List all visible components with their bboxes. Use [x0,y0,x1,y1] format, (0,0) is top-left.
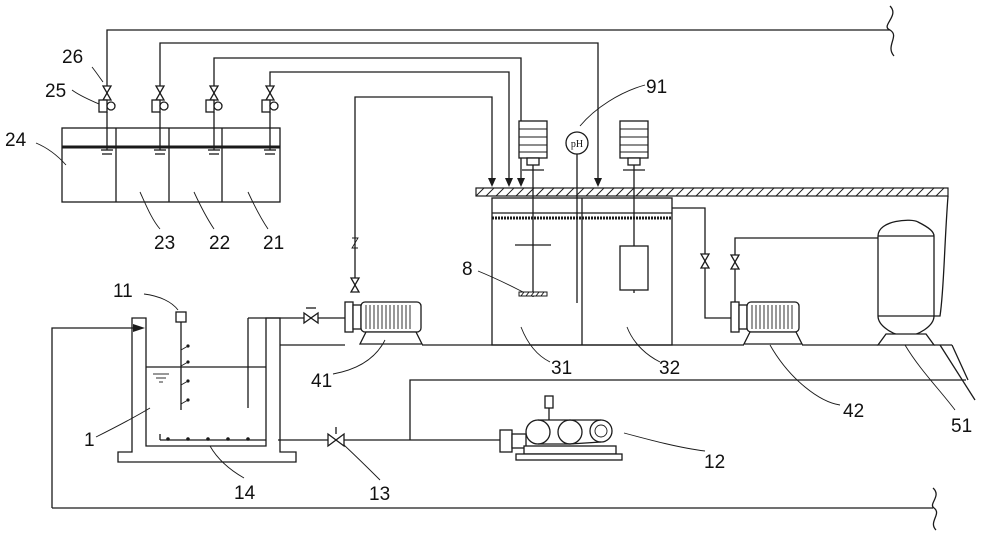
ph-meter-label: pH [571,139,583,150]
top-supply-line [106,5,895,100]
label-21: 21 [263,233,284,254]
leader-lines [35,66,956,481]
dosing-pump-26 [98,85,116,155]
platform [475,187,949,197]
ph-meter: pH [565,131,589,303]
centrifugal-pump-41 [344,237,424,345]
label-25: 25 [45,81,66,102]
dosing-pump-3 [205,85,223,155]
label-41: 41 [311,371,332,392]
label-91: 91 [646,77,667,98]
label-23: 23 [154,233,175,254]
level-sensor-11 [175,311,190,410]
label-26: 26 [62,47,83,68]
roots-blower-12 [499,395,623,461]
label-51: 51 [951,416,972,437]
label-11: 11 [113,281,133,302]
label-8: 8 [462,259,473,280]
dosing-pumps [98,85,279,155]
label-24: 24 [5,130,27,151]
label-22: 22 [209,233,230,254]
label-13: 13 [369,484,390,505]
label-32: 32 [659,358,680,379]
collection-basin [117,317,297,463]
component-labels: 26 25 24 23 22 21 11 1 14 13 12 8 91 41 … [5,47,972,505]
agitator-motor-32 [619,120,649,293]
flow-arrows [488,178,602,187]
dosing-tanks [61,127,281,203]
filter-vessel-51 [876,195,949,346]
main-pipes [51,317,976,531]
label-1: 1 [84,430,95,451]
label-31: 31 [551,358,572,379]
label-14: 14 [234,483,256,504]
stirring-blade [518,291,548,297]
valve-13 [327,427,345,448]
valve-41-inlet [303,307,319,325]
label-12: 12 [704,452,725,473]
agitator-motor-31 [515,120,551,297]
dosing-pump-4 [261,85,279,155]
dosing-pump-2 [151,85,169,155]
label-42: 42 [843,401,864,422]
aeration-pipe [159,434,266,441]
tank-outlet-line [672,207,738,319]
centrifugal-pump-42 [729,237,878,345]
